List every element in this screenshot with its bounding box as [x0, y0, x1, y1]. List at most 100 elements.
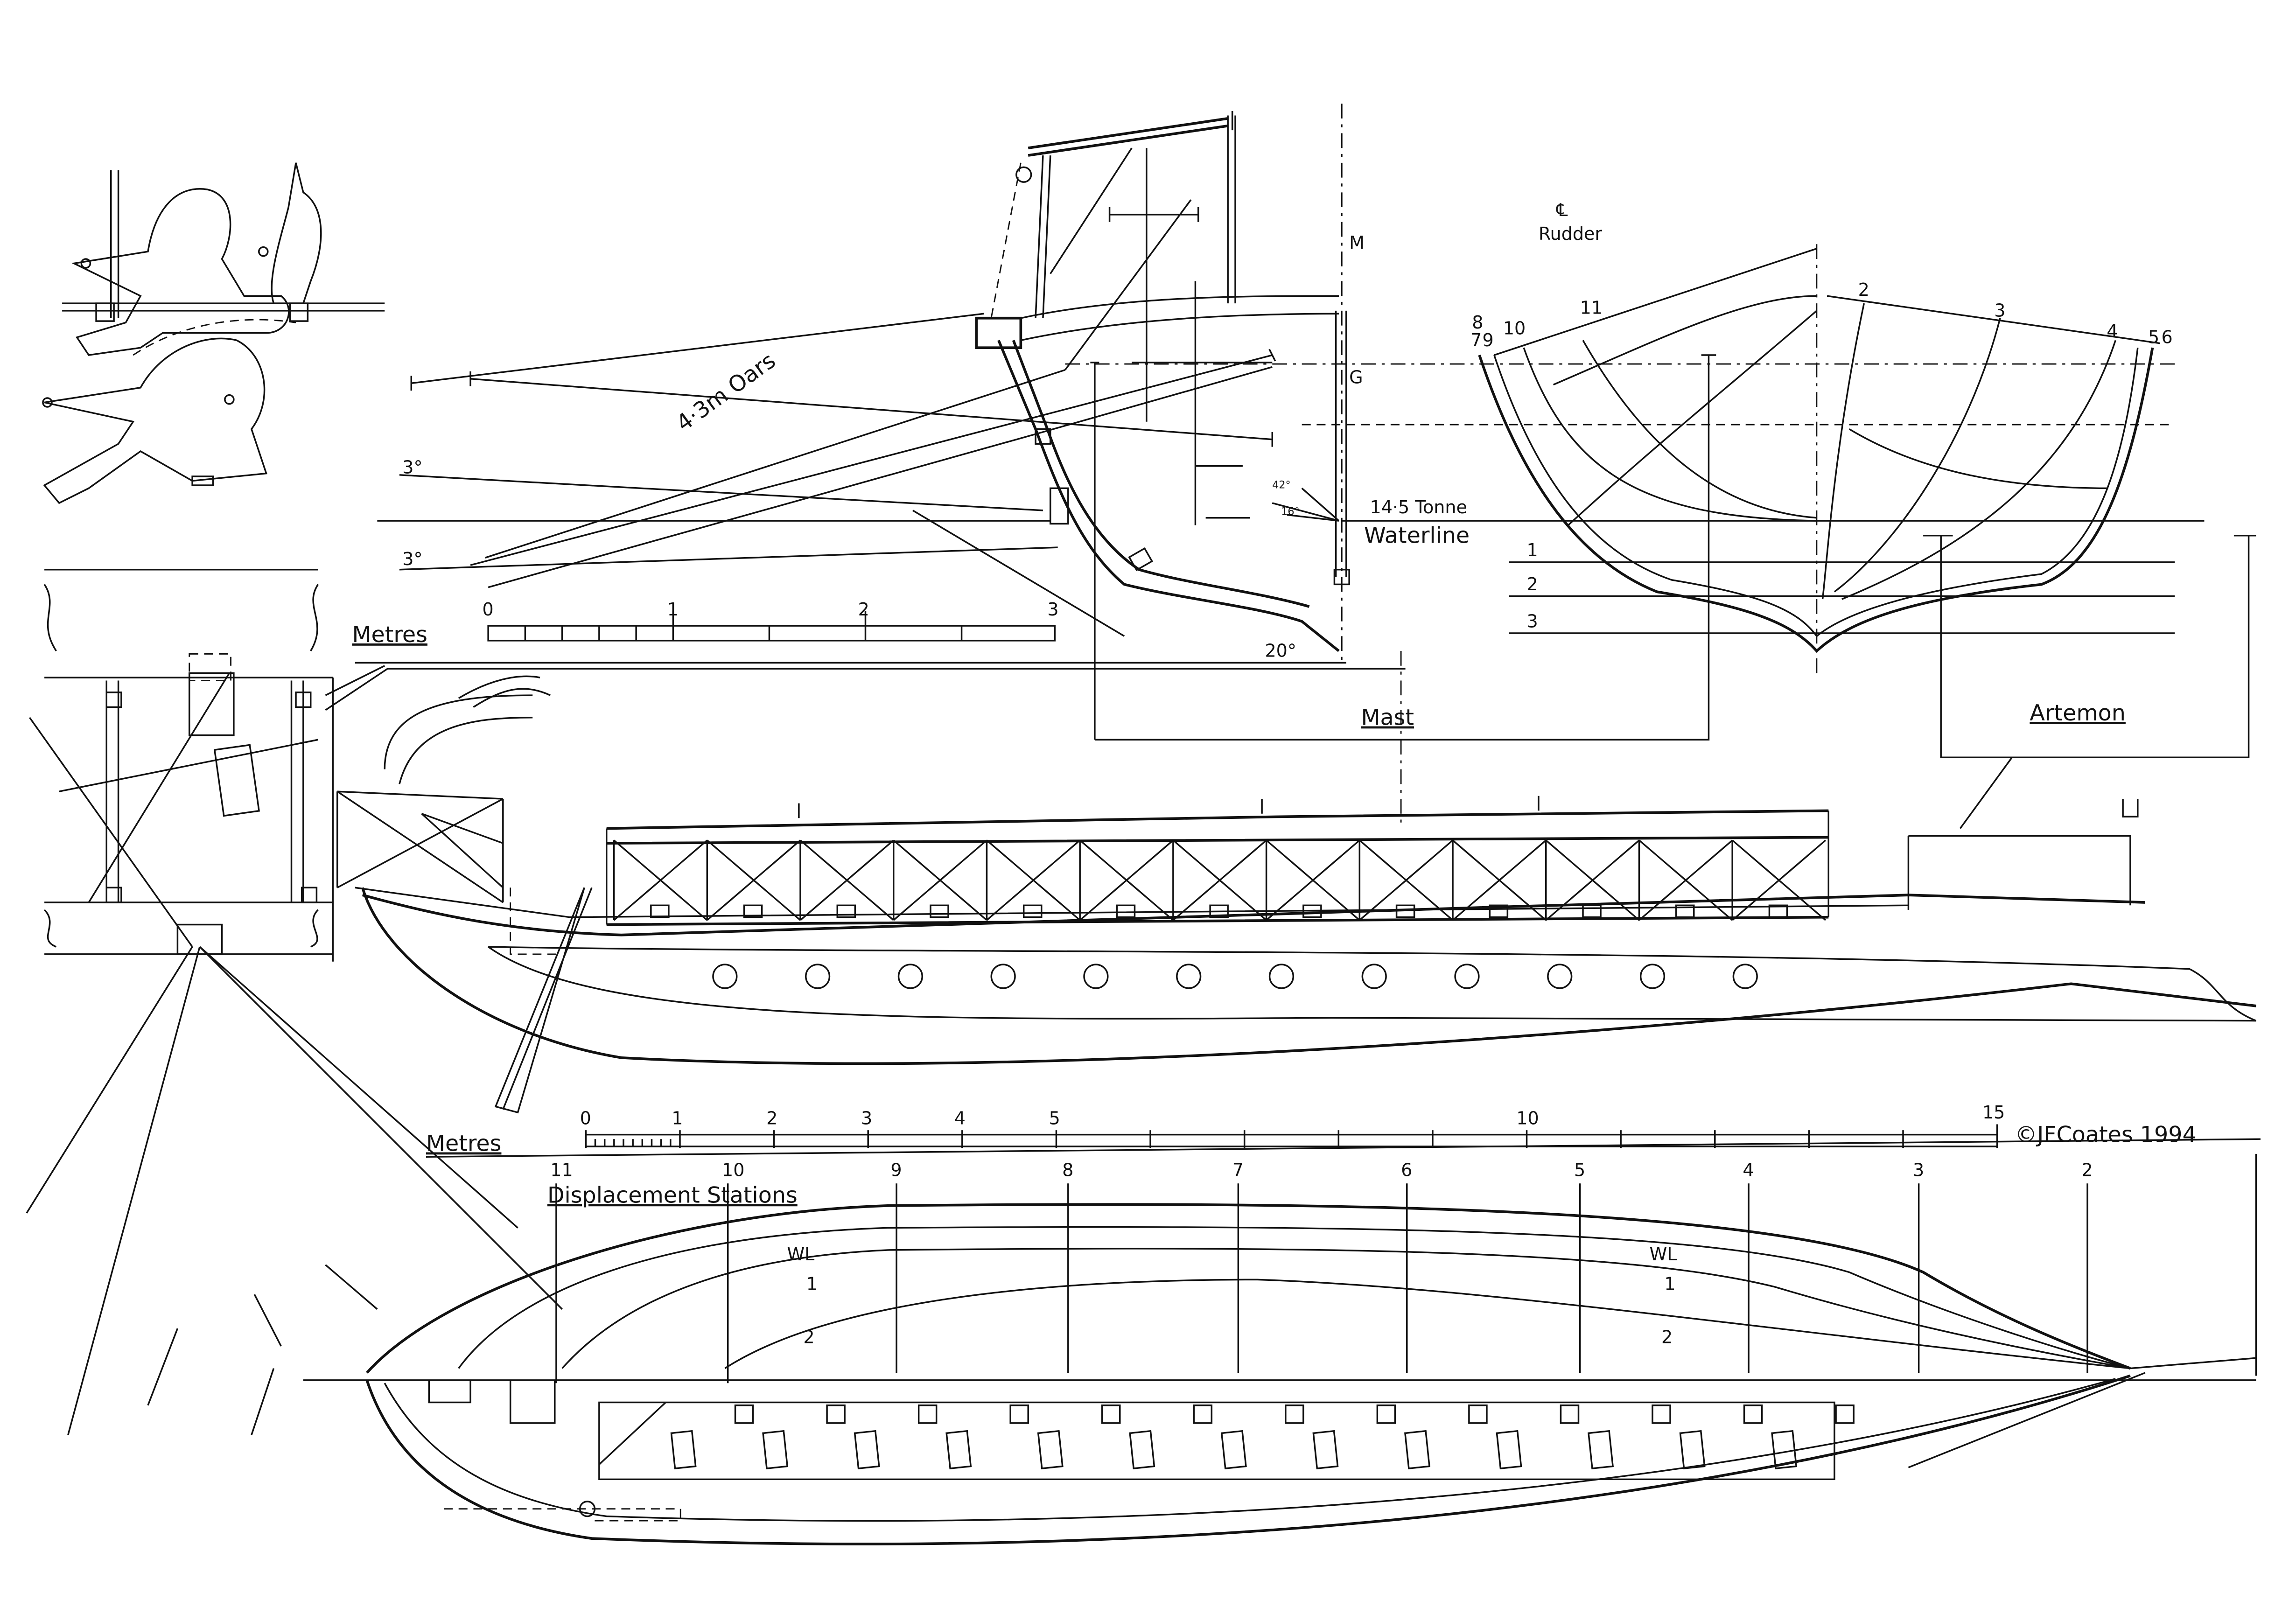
- station-label: 9: [1482, 330, 1493, 350]
- large-scale-tick: 10: [1516, 1108, 1539, 1128]
- centreline-symbol: ℄: [1556, 200, 1568, 220]
- station-label: 6: [2162, 327, 2173, 348]
- thole-block: [1209, 904, 1229, 918]
- angle-16-label: 16°: [1281, 505, 1299, 517]
- large-scale-tick: 3: [861, 1108, 872, 1128]
- oar-port: [1268, 964, 1295, 989]
- waterline-number: 1: [1527, 540, 1538, 560]
- plan-line-label: 2: [1661, 1327, 1673, 1348]
- thole-block: [1302, 904, 1322, 918]
- station-label: 2: [1858, 279, 1869, 300]
- thole-block: [1395, 904, 1415, 918]
- displacement-stations-label: Displacement Stations: [547, 1183, 798, 1209]
- outrigger-truss: [1545, 839, 1640, 921]
- thwart-block: [1652, 1404, 1671, 1424]
- small-scale-bar: Metres 0 1 2 3: [352, 599, 1058, 648]
- station-label: 10: [1503, 318, 1526, 339]
- thwart-block: [1468, 1404, 1488, 1424]
- station-number-label: 6: [1401, 1160, 1412, 1180]
- rowers-detail: [42, 162, 385, 504]
- station-label: 8: [1472, 312, 1483, 333]
- rower-seat: [854, 1430, 880, 1469]
- large-scale-tick: 2: [766, 1108, 777, 1128]
- thwart-block: [1743, 1404, 1763, 1424]
- angle-42-label: 42°: [1272, 479, 1290, 491]
- large-scale-tick: 15: [1982, 1102, 2005, 1123]
- thole-block: [930, 904, 949, 918]
- copyright-label: ©JFCoates 1994: [2015, 1122, 2197, 1148]
- rower-seat: [670, 1430, 697, 1469]
- metacentre-label: M: [1349, 232, 1365, 253]
- thwart-block: [826, 1404, 846, 1424]
- station-label: 4: [2107, 321, 2118, 342]
- thole-block: [1116, 904, 1136, 918]
- mast-artemon-brackets: Mast Artemon: [1094, 354, 2256, 829]
- large-scale-tick: 4: [954, 1108, 966, 1128]
- side-elevation: [325, 668, 2257, 1114]
- station-label: 5: [2148, 327, 2159, 348]
- waterline-plan-label: WL: [787, 1244, 814, 1265]
- rudder-label: Rudder: [1539, 224, 1603, 244]
- large-scale-title: Metres: [426, 1131, 501, 1157]
- keel-angle-label: 20°: [1265, 641, 1296, 661]
- thole-block: [836, 904, 856, 918]
- station-number-label: 8: [1062, 1160, 1073, 1180]
- angle-lower-label: 3°: [402, 549, 422, 569]
- outrigger-truss: [1172, 839, 1267, 921]
- oar-port: [1083, 964, 1109, 989]
- rower-seat: [945, 1430, 972, 1469]
- plan-line-label: 1: [1664, 1274, 1675, 1294]
- outrigger-truss: [892, 839, 987, 921]
- station-label: 7: [1470, 330, 1482, 350]
- thwart-block: [734, 1404, 754, 1424]
- oars-label: 4·3m Oars: [672, 348, 780, 436]
- outrigger-truss: [1265, 839, 1360, 921]
- thole-block: [1675, 904, 1695, 918]
- thole-block: [1582, 904, 1602, 918]
- rower-seat: [1312, 1430, 1339, 1469]
- tonnage-label: 14·5 Tonne: [1370, 497, 1467, 517]
- oar-port: [805, 964, 831, 989]
- thwart-block: [1193, 1404, 1213, 1424]
- thwart-block: [917, 1404, 938, 1424]
- thwart-block: [1376, 1404, 1396, 1424]
- small-scale-tick: 3: [1047, 599, 1058, 620]
- waterline-plan-label: WL: [1650, 1244, 1677, 1265]
- oar-port: [990, 964, 1016, 989]
- gravity-label: G: [1349, 367, 1363, 387]
- station-number-label: 9: [890, 1160, 902, 1180]
- rower-seat: [1588, 1430, 1614, 1469]
- thwart-block: [1835, 1404, 1855, 1424]
- station-label: 11: [1580, 297, 1603, 318]
- rower-seat: [1220, 1430, 1247, 1469]
- station-number-label: 11: [550, 1160, 573, 1180]
- thwart-block: [1285, 1404, 1304, 1424]
- mast-label: Mast: [1361, 705, 1414, 731]
- rower-seat: [1129, 1430, 1155, 1469]
- oar-port: [1639, 964, 1666, 989]
- oar-port: [1732, 964, 1758, 989]
- station-number-label: 10: [722, 1160, 744, 1180]
- outrigger-truss: [1452, 839, 1547, 921]
- thole-block: [1489, 904, 1509, 918]
- plan-line-label: 1: [806, 1274, 818, 1294]
- thole-block: [1768, 904, 1788, 918]
- small-scale-title: Metres: [352, 622, 427, 648]
- oar-port: [712, 964, 738, 989]
- waterline-number: 3: [1527, 611, 1538, 631]
- artemon-label: Artemon: [2030, 700, 2126, 726]
- small-scale-tick: 2: [858, 599, 869, 620]
- thwart-block: [1101, 1404, 1121, 1424]
- station-number-label: 7: [1232, 1160, 1244, 1180]
- waterline-label: Waterline: [1364, 523, 1470, 549]
- thwart-block: [1009, 1404, 1029, 1424]
- oar-port: [1454, 964, 1480, 989]
- station-number-label: 3: [1913, 1160, 1924, 1180]
- outrigger-truss: [1638, 839, 1733, 921]
- oar-port: [1547, 964, 1573, 989]
- rower-seat: [1404, 1430, 1430, 1469]
- large-scale-tick: 0: [580, 1108, 591, 1128]
- small-scale-tick: 0: [482, 599, 493, 620]
- large-scale-bar: Metres 0 1 2 3 4 5 10 15 ©JFCoates 1994: [426, 1102, 2261, 1158]
